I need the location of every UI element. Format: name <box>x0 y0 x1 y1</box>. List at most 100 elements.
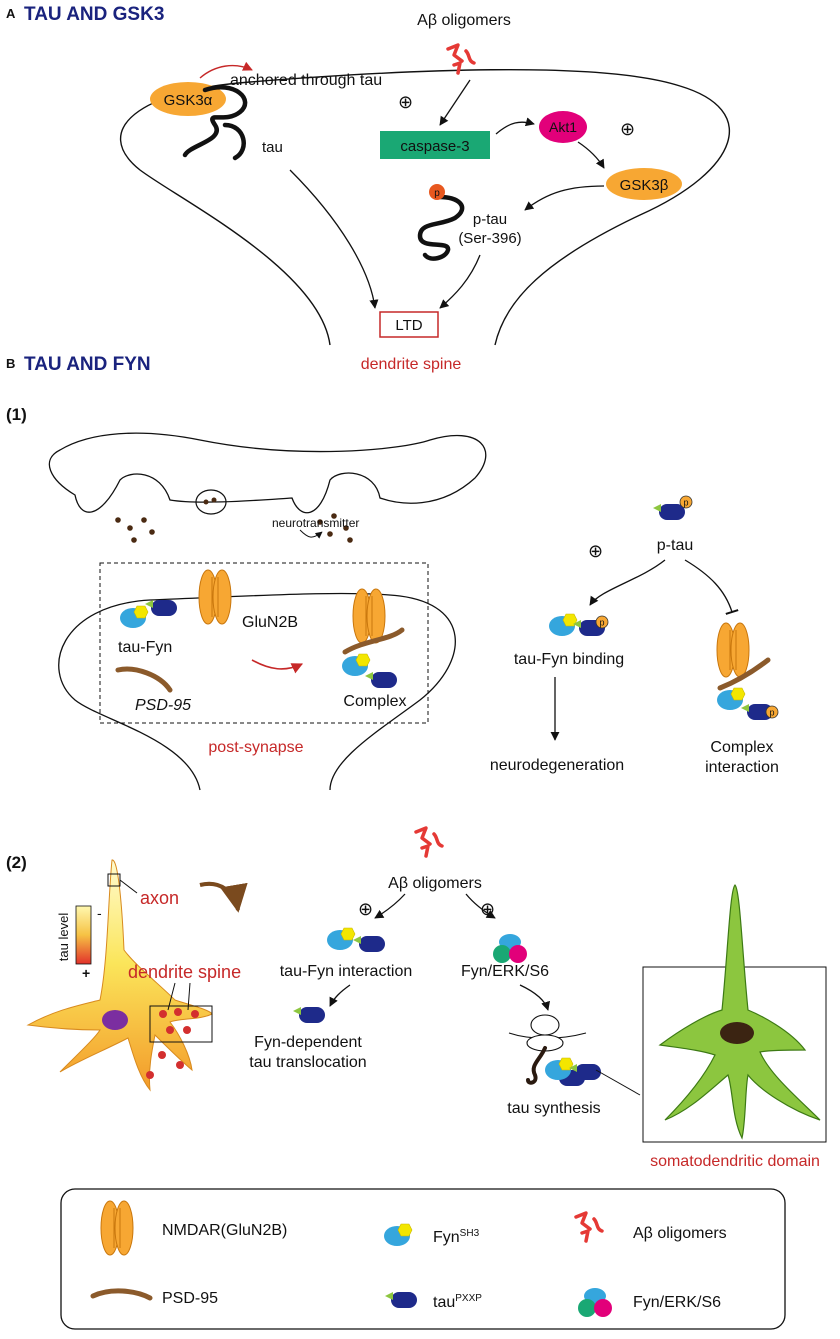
legend-psd95-icon <box>90 1288 153 1301</box>
panel-b-title: TAU AND FYN <box>24 354 151 375</box>
tau-level-minus: - <box>97 905 102 921</box>
abeta-to-fynerk-arrow <box>465 893 496 919</box>
psd95-label: PSD-95 <box>135 697 191 714</box>
post-synapse-label: post-synapse <box>208 739 303 756</box>
phospho-badge-a <box>429 184 445 200</box>
tau-level-scale <box>75 905 92 965</box>
complex-fyn <box>341 653 371 677</box>
tau-level-plus: + <box>82 965 90 981</box>
akt1-label: Akt1 <box>549 119 577 135</box>
fynerk-to-synthesis-arrow <box>519 984 550 1011</box>
plus-icon-b1: ⊕ <box>588 541 603 561</box>
neurotransmitter-pointer <box>299 529 323 539</box>
complex-int-fyn <box>716 687 746 711</box>
subpanel-2-label: (2) <box>6 853 27 872</box>
dendrite-spine-membrane <box>119 68 731 346</box>
tau-gradient-neuron <box>26 859 213 1092</box>
panel-b: B TAU AND FYN (1) neurotransmitter GluN2… <box>6 354 827 1170</box>
legend: NMDAR(GluN2B) PSD-95 FynSH3 tauPXXP Aβ o… <box>60 1188 786 1330</box>
complex-label: Complex <box>343 693 406 710</box>
caspase-label: caspase-3 <box>400 138 469 155</box>
interaction-fyn <box>326 927 356 951</box>
ptau-inhibits-complex <box>684 559 739 615</box>
complex-psd95 <box>342 627 405 655</box>
tau-level-label: tau level <box>56 913 71 962</box>
akt1-node <box>539 111 587 143</box>
psd95-scaffold <box>115 666 173 693</box>
abeta-icon-b <box>414 826 444 858</box>
caspase-box <box>380 131 490 159</box>
neurotransmitter-dots <box>115 513 353 543</box>
abeta-icon-a <box>446 43 476 75</box>
tau-fyn-binding-label: tau-Fyn binding <box>514 651 624 668</box>
legend-abeta-label: Aβ oligomers <box>633 1225 727 1242</box>
tau-pxxp <box>145 600 177 616</box>
dendrite-spine-pointer <box>167 982 191 1011</box>
plus-icon-a1: ⊕ <box>398 92 413 112</box>
glun2b-label: GluN2B <box>242 614 298 631</box>
tau-fyn-interaction-label: tau-Fyn interaction <box>280 963 413 980</box>
presynapse-membrane <box>48 432 487 514</box>
tau-fyn-label: tau-Fyn <box>118 639 172 656</box>
abeta-label-b: Aβ oligomers <box>388 875 482 892</box>
fyn-dependent-label: Fyn-dependent <box>254 1034 362 1051</box>
gsk3b-node <box>606 168 682 200</box>
zoom-connector <box>595 1069 641 1096</box>
interaction-tau <box>353 936 385 952</box>
panel-a: A TAU AND GSK3 GSK3α anchored through ta… <box>6 4 731 373</box>
translocated-tau-icon <box>293 1007 325 1023</box>
legend-tau-label: tauPXXP <box>433 1293 482 1311</box>
gsk3b-to-ptau-arrow <box>524 185 605 211</box>
complex-formation-arrow <box>251 659 304 674</box>
akt-to-gsk3b-arrow <box>577 141 605 169</box>
anchored-label: anchored through tau <box>230 72 382 89</box>
abeta-to-caspase-arrow <box>439 79 471 126</box>
interaction-to-translocation-arrow <box>329 984 351 1007</box>
p-tau-label: p-tau <box>473 211 507 228</box>
tau-squiggle <box>182 85 248 161</box>
dendrite-spine-label-a: dendrite spine <box>361 356 462 373</box>
binding-fyn <box>548 613 578 637</box>
complex-int-phospho <box>765 705 779 719</box>
tau-to-ltd-arrow <box>289 169 379 309</box>
legend-psd95-label: PSD-95 <box>162 1290 218 1307</box>
neurodegeneration-label: neurodegeneration <box>490 757 624 774</box>
gsk3b-label: GSK3β <box>620 177 669 194</box>
vesicle <box>195 489 227 515</box>
complex-interaction-label-2: interaction <box>705 759 779 776</box>
subpanel-1-label: (1) <box>6 405 27 424</box>
fyn-erk-s6-icon <box>493 934 527 963</box>
gsk3a-label: GSK3α <box>164 92 213 109</box>
plus-icon-b2: ⊕ <box>358 899 373 919</box>
p-tau-label-b1: p-tau <box>657 537 693 554</box>
abeta-label-a: Aβ oligomers <box>417 12 511 29</box>
tau-synthesis-ribosome <box>508 1014 601 1086</box>
legend-nmdar-label: NMDAR(GluN2B) <box>162 1222 287 1239</box>
complex-int-psd95 <box>717 657 771 691</box>
binding-phospho-badge <box>595 615 609 629</box>
green-neuron <box>658 884 821 1140</box>
abeta-to-taufyn-arrow <box>374 893 406 919</box>
p-tau-squiggle <box>417 194 465 261</box>
ptau-to-ltd-arrow <box>439 254 481 309</box>
legend-fyn-erk-label: Fyn/ERK/S6 <box>633 1294 721 1311</box>
axon-label: axon <box>140 888 179 908</box>
tau-translocation-label: tau translocation <box>249 1054 366 1071</box>
anchoring-arrow <box>199 61 253 79</box>
p-tau-icon <box>653 504 685 520</box>
tau-label: tau <box>262 139 283 156</box>
tau-synthesis-label: tau synthesis <box>507 1100 600 1117</box>
panel-b-letter: B <box>6 356 15 371</box>
complex-int-receptor <box>716 622 750 678</box>
somatodendritic-label: somatodendritic domain <box>650 1153 820 1170</box>
post-synapse-box <box>99 562 429 724</box>
ptau-to-binding-arrow <box>589 559 666 606</box>
caspase-to-akt-arrow <box>495 117 535 135</box>
legend-fyn-label: FynSH3 <box>433 1228 480 1246</box>
fyn-erk-s6-label: Fyn/ERK/S6 <box>461 963 549 980</box>
panel-a-title: TAU AND GSK3 <box>24 4 164 25</box>
phospho-mark-a: p <box>434 188 440 199</box>
ltd-label: LTD <box>395 317 422 334</box>
complex-receptor <box>352 588 386 644</box>
